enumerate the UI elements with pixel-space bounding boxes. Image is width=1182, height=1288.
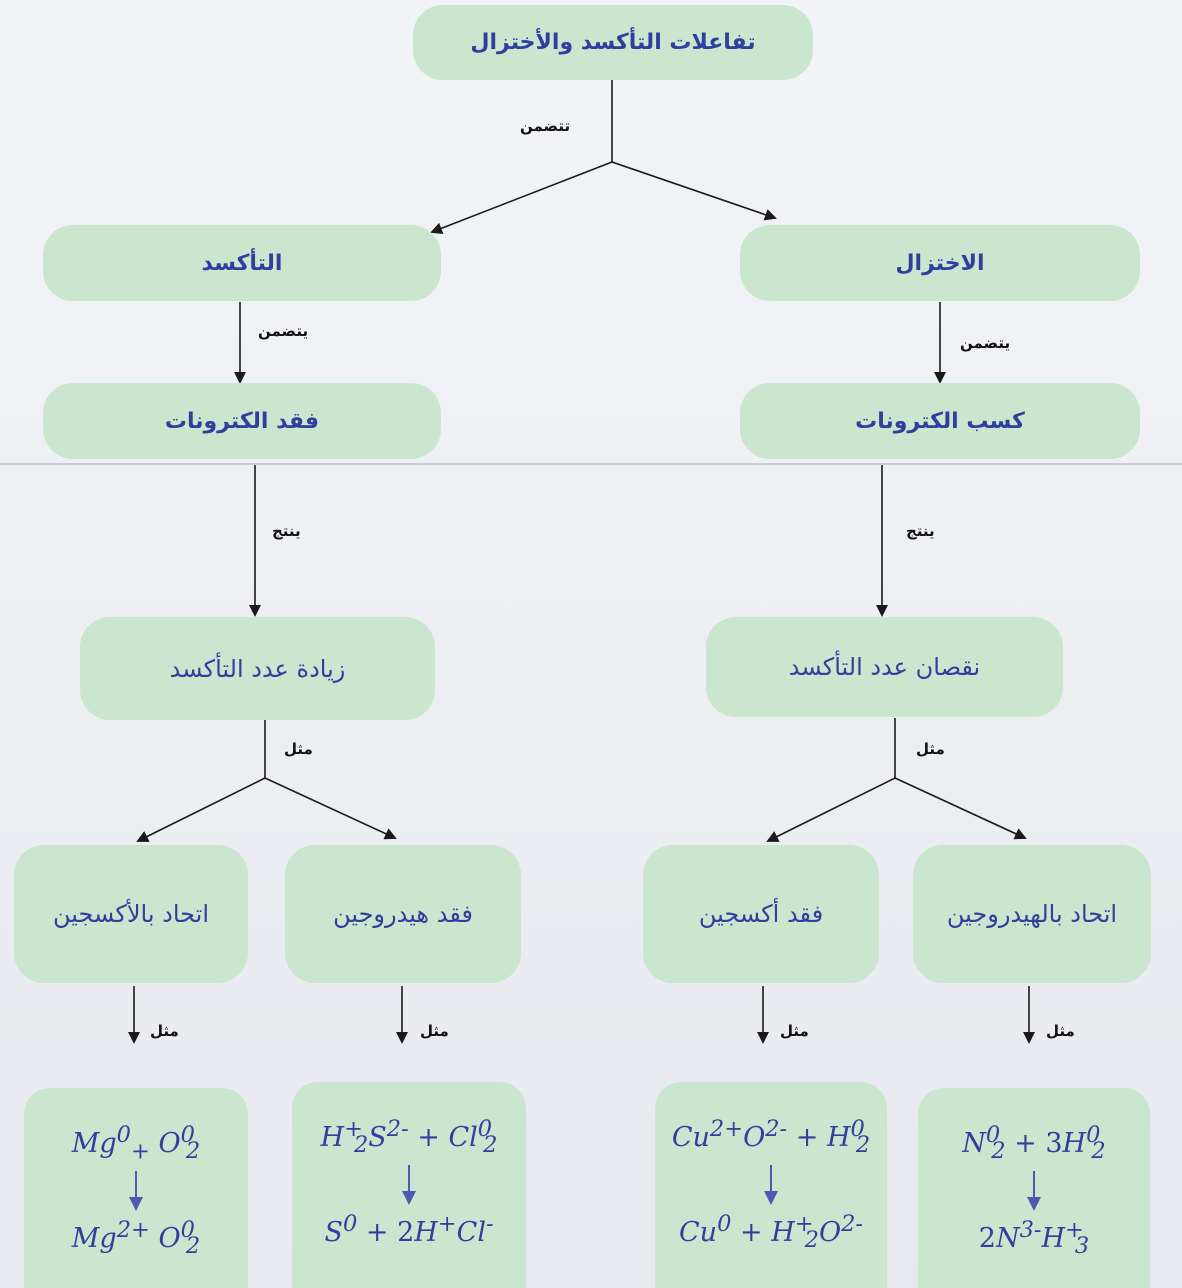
eq1-reactants: Mg0+ O02 <box>71 1122 201 1165</box>
eq4-reactants: N02 + 3H02 <box>962 1122 1106 1165</box>
redox-reactions-box: تفاعلات التأكسد والأختزال <box>413 5 813 80</box>
arrow-to-combine-oxygen <box>136 777 266 842</box>
combine-oxygen-label: اتحاد بالأكسجين <box>53 900 209 928</box>
eq1-products: Mg2+ O02 <box>71 1216 201 1260</box>
lose-hydrogen-box: فقد هيدروجين <box>285 845 521 983</box>
gain-electrons-box: كسب الكترونات <box>740 383 1140 459</box>
eq2-edge-label: مثل <box>420 1022 449 1040</box>
loss-electrons-label: فقد الكترونات <box>164 408 320 434</box>
right-edge2-label: ينتج <box>906 522 935 540</box>
lose-hydrogen-label: فقد هيدروجين <box>333 900 473 928</box>
decrease-oxidation-box: نقصان عدد التأكسد <box>706 617 1063 717</box>
right-edge1-label: يتضمن <box>960 334 1011 352</box>
equation-mg-oxygen: Mg0+ O02 Mg2+ O02 <box>24 1088 248 1288</box>
increase-oxidation-label: زيادة عدد التأكسد <box>169 654 346 683</box>
equation-nitrogen-hydrogen: N02 + 3H02 2N3-H+3 <box>918 1088 1150 1288</box>
eq4-edge-label: مثل <box>1046 1022 1075 1040</box>
lose-oxygen-box: فقد أكسجين <box>643 845 879 983</box>
decrease-oxidation-label: نقصان عدد التأكسد <box>788 653 981 681</box>
loss-electrons-box: فقد الكترونات <box>43 383 441 459</box>
eq4-products: 2N3-H+3 <box>978 1216 1090 1260</box>
left-edge2-label: ينتج <box>272 522 301 540</box>
arrow-to-lose-oxygen <box>766 777 896 842</box>
left-edge1-label: يتضمن <box>258 322 309 340</box>
arrow-to-lose-hydrogen <box>264 777 397 840</box>
arrow-to-combine-hydrogen <box>894 777 1027 840</box>
eq3-reactants: Cu2+O2- + H02 <box>671 1116 871 1159</box>
eq2-reactants: H+2S2- + Cl02 <box>320 1116 498 1159</box>
oxidation-label: التأكسد <box>201 250 283 276</box>
equation-cuo-hydrogen: Cu2+O2- + H02 Cu0 + H+2O2- <box>655 1082 887 1288</box>
eq2-products: S0 + 2H+Cl- <box>324 1210 494 1248</box>
lose-oxygen-label: فقد أكسجين <box>698 900 824 928</box>
eq4-down-arrow <box>1024 1170 1044 1211</box>
arrow-to-oxidation <box>430 161 613 234</box>
reduction-box: الاختزال <box>740 225 1140 301</box>
image-seam-divider <box>0 463 1182 465</box>
eq3-edge-label: مثل <box>780 1022 809 1040</box>
eq3-products: Cu0 + H+2O2- <box>679 1210 863 1254</box>
eq3-down-arrow <box>761 1164 781 1205</box>
equation-h2s-chlorine: H+2S2- + Cl02 S0 + 2H+Cl- <box>292 1082 526 1288</box>
left-edge3-label: مثل <box>284 740 313 758</box>
gain-electrons-label: كسب الكترونات <box>855 408 1025 434</box>
eq1-down-arrow <box>126 1170 146 1211</box>
oxidation-box: التأكسد <box>43 225 441 301</box>
eq1-edge-label: مثل <box>150 1022 179 1040</box>
combine-hydrogen-box: اتحاد بالهيدروجين <box>913 845 1151 983</box>
eq2-down-arrow <box>399 1164 419 1205</box>
arrow-to-reduction <box>611 161 777 221</box>
reduction-label: الاختزال <box>895 250 985 276</box>
combine-oxygen-box: اتحاد بالأكسجين <box>14 845 248 983</box>
top-edge-label: تتضمن <box>520 117 571 135</box>
increase-oxidation-box: زيادة عدد التأكسد <box>80 617 435 720</box>
right-edge3-label: مثل <box>916 740 945 758</box>
redox-reactions-label: تفاعلات التأكسد والأختزال <box>470 30 756 55</box>
combine-hydrogen-label: اتحاد بالهيدروجين <box>946 900 1118 928</box>
